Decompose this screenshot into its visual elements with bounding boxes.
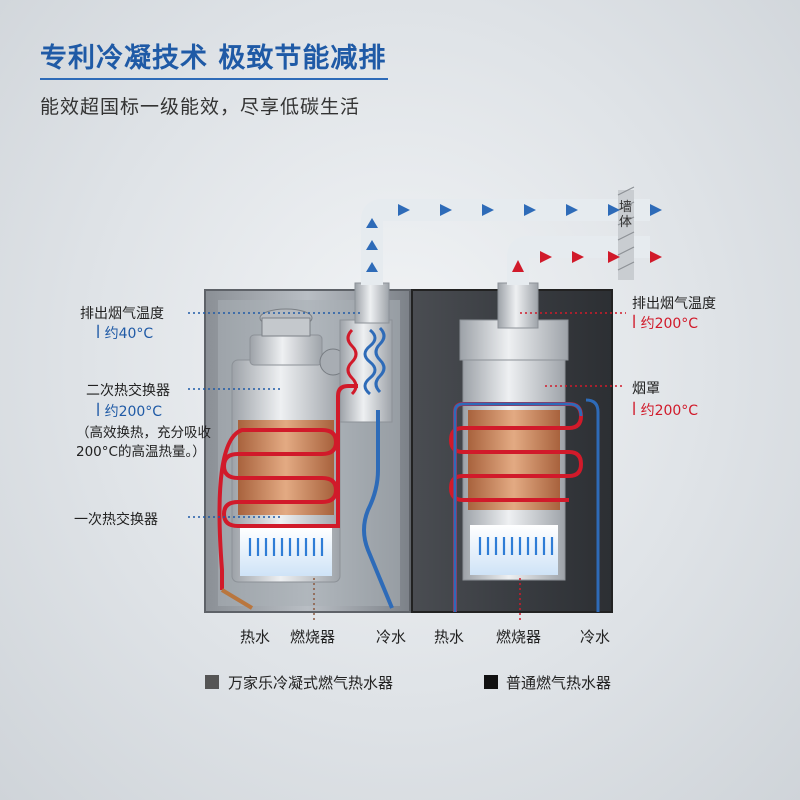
- page-title: 专利冷凝技术 极致节能减排: [40, 43, 387, 74]
- exhaust-ducts: [361, 186, 662, 285]
- leader-lines: [188, 312, 626, 620]
- legend-condensing: 万家乐冷凝式燃气热水器: [228, 674, 394, 692]
- left-hot-water-label: 热水: [240, 628, 271, 646]
- left-flames: [248, 538, 324, 556]
- right-cold-water-label: 冷水: [580, 628, 611, 646]
- secondary-hx-note: （高效换热，充分吸收200°C的高温热量。）: [76, 425, 211, 460]
- right-flames: [478, 537, 554, 555]
- title-divider: [40, 78, 388, 80]
- hood-temp: ꟾ 约200°C: [632, 403, 699, 419]
- regular-heater-cabinet: [411, 282, 613, 613]
- left-cold-water-label: 冷水: [376, 628, 407, 646]
- right-hot-water-label: 热水: [434, 628, 465, 646]
- cool-exhaust-arrows: [366, 204, 662, 272]
- wall: [618, 190, 634, 280]
- legend-regular: 普通燃气热水器: [506, 674, 612, 692]
- condensing-heater-cabinet: [204, 282, 411, 613]
- right-burner-label: 燃烧器: [496, 628, 542, 646]
- legend-swatch-condensing: [205, 675, 219, 689]
- wall-label: 墙体: [619, 200, 633, 230]
- primary-hx-label: 一次热交换器: [74, 512, 158, 528]
- hot-exhaust-arrows: [512, 251, 662, 272]
- secondary-hx-temp: ꟾ 约200°C: [96, 404, 163, 420]
- hood-label: 烟罩: [632, 381, 660, 397]
- right-exhaust-label: 排出烟气温度: [632, 296, 716, 312]
- left-exhaust-label: 排出烟气温度: [80, 306, 164, 322]
- page-subtitle: 能效超国标一级能效，尽享低碳生活: [40, 96, 361, 118]
- right-exhaust-temp: ꟾ 约200°C: [632, 316, 699, 332]
- left-burner-label: 燃烧器: [290, 628, 336, 646]
- left-exhaust-temp: ꟾ 约40°C: [96, 326, 154, 342]
- legend-swatch-regular: [484, 675, 498, 689]
- secondary-hx-label: 二次热交换器: [86, 383, 170, 399]
